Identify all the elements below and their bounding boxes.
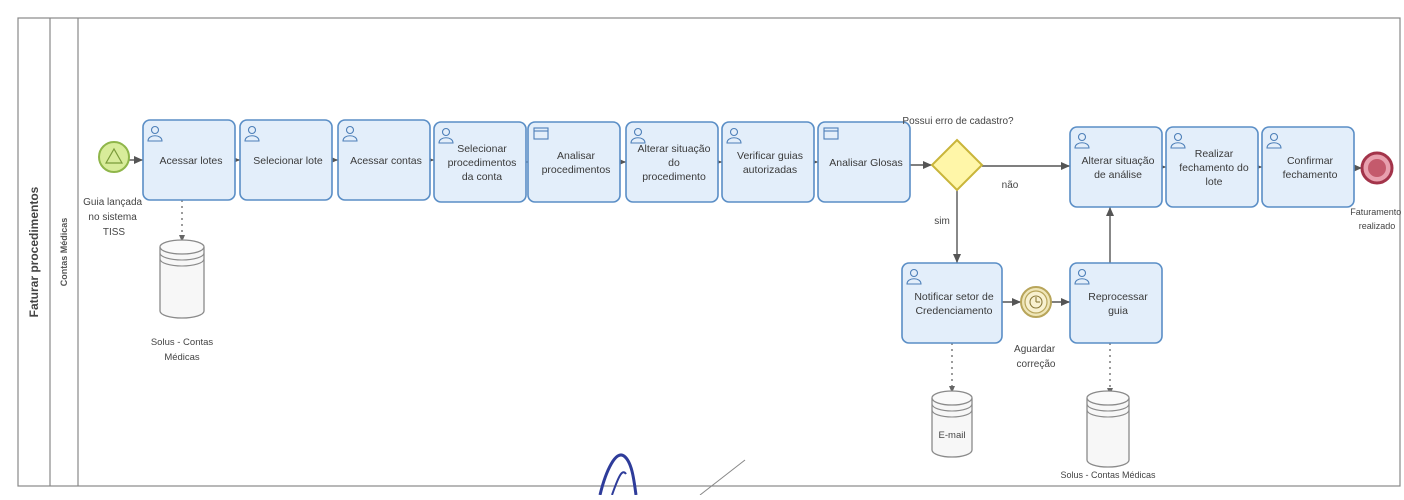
pool-label: Faturar procedimentos [27, 186, 41, 317]
task-selecionar-lote[interactable]: Selecionar lote [239, 119, 333, 201]
data-store-email[interactable]: E-mail [931, 390, 973, 458]
user-icon [1266, 132, 1282, 149]
gateway-yes-label: sim [934, 216, 950, 227]
data-store-solus-2[interactable]: Solus - Contas Médicas [1060, 390, 1156, 480]
task-acessar-lotes[interactable]: Acessar lotes [142, 119, 236, 201]
user-icon [342, 125, 358, 142]
data-store-label: E-mail [939, 430, 966, 441]
start-event[interactable] [98, 141, 130, 173]
task-label: Selecionar lote [253, 155, 323, 167]
user-icon [147, 125, 163, 142]
task-label: Acessar lotes [159, 155, 222, 167]
form-icon [533, 127, 549, 140]
conditional-icon [104, 147, 124, 164]
user-icon [1170, 132, 1186, 149]
intermediate-event-label: Aguardar correção [1014, 344, 1058, 370]
user-icon [1074, 268, 1090, 285]
end-event[interactable] [1360, 151, 1394, 185]
task-label: Analisar Glosas [829, 157, 903, 169]
exclusive-gateway[interactable] [930, 138, 984, 192]
user-icon [1074, 132, 1090, 149]
user-icon [244, 125, 260, 142]
user-icon [630, 127, 646, 144]
user-icon [726, 127, 742, 144]
lane-label: Contas Médicas [59, 218, 69, 287]
intermediate-timer-event[interactable] [1020, 286, 1052, 318]
form-icon [823, 127, 839, 140]
pool: Faturar procedimentos Contas Médicas [17, 17, 1401, 487]
task-acessar-contas[interactable]: Acessar contas [337, 119, 431, 201]
start-event-label: Guia lançada no sistema TISS [83, 197, 145, 238]
user-icon [906, 268, 922, 285]
end-event-label: Faturamento realizado [1350, 207, 1404, 231]
gateway-no-label: não [1002, 180, 1019, 191]
user-icon [438, 127, 454, 144]
task-label: Acessar contas [350, 155, 422, 167]
gateway-question: Possui erro de cadastro? [902, 116, 1014, 127]
clock-icon [1029, 295, 1043, 309]
tasks: Acessar lotes Selecionar lote Acessar cont… [142, 119, 1355, 344]
data-associations [179, 200, 1113, 395]
data-store-label: Solus - Contas Médicas [1060, 470, 1156, 480]
task-analisar-glosas[interactable]: Analisar Glosas [817, 121, 911, 203]
handwritten-mark [598, 453, 746, 496]
